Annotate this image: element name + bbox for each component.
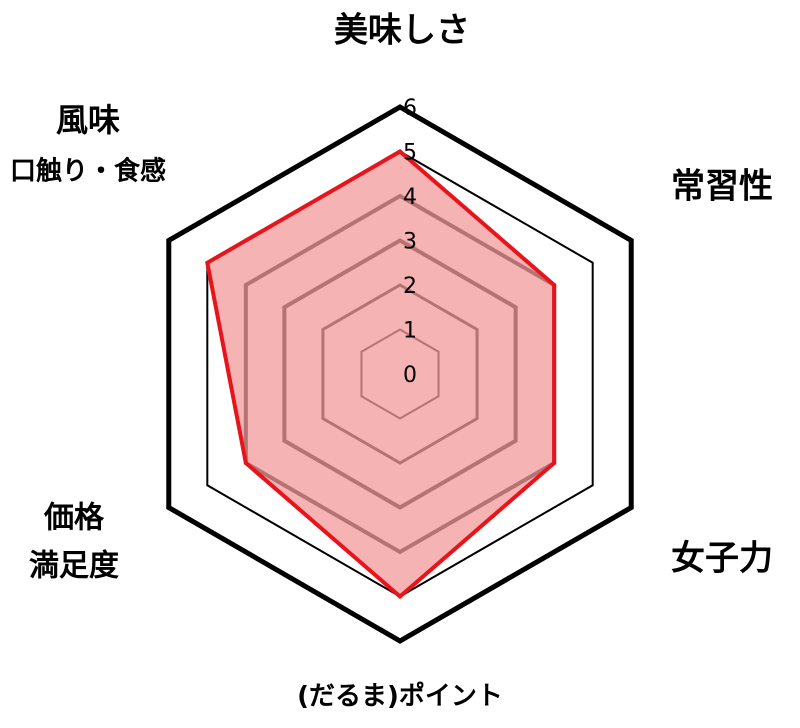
series-point-3 [399,596,401,597]
axis-label-2-line-0: 女子力 [671,539,773,579]
series-point-4 [245,462,247,464]
tick-label-5: 5 [403,141,417,166]
axis-label-5-line-0: 風味 [56,101,120,139]
axis-label-1-line-0: 常習性 [671,167,773,207]
tick-label-3: 3 [403,230,417,255]
grid-ring-6 [166,104,634,644]
tick-label-2: 2 [403,274,417,299]
axis-label-4-line-0: 価格 [43,501,105,536]
axis-label-0-line-0: 美味しさ [334,11,470,51]
series-point-5 [206,262,208,264]
axis-label-4-line-1: 満足度 [29,549,119,584]
radar-series [205,149,557,600]
series-point-1 [553,284,555,286]
tick-label-4: 4 [403,185,417,210]
radial-tick-labels: 0 1 2 3 4 5 6 [403,96,417,388]
tick-label-6: 6 [403,96,417,121]
series-point-0 [399,151,401,152]
tick-label-1: 1 [403,319,417,344]
series-area-0 [205,149,557,600]
axis-label-3-line-0: (だるま)ポイント [297,681,503,712]
tick-label-0: 0 [403,363,417,388]
series-point-2 [553,462,555,464]
axis-label-5-line-1: 口触り・食感 [10,156,166,187]
